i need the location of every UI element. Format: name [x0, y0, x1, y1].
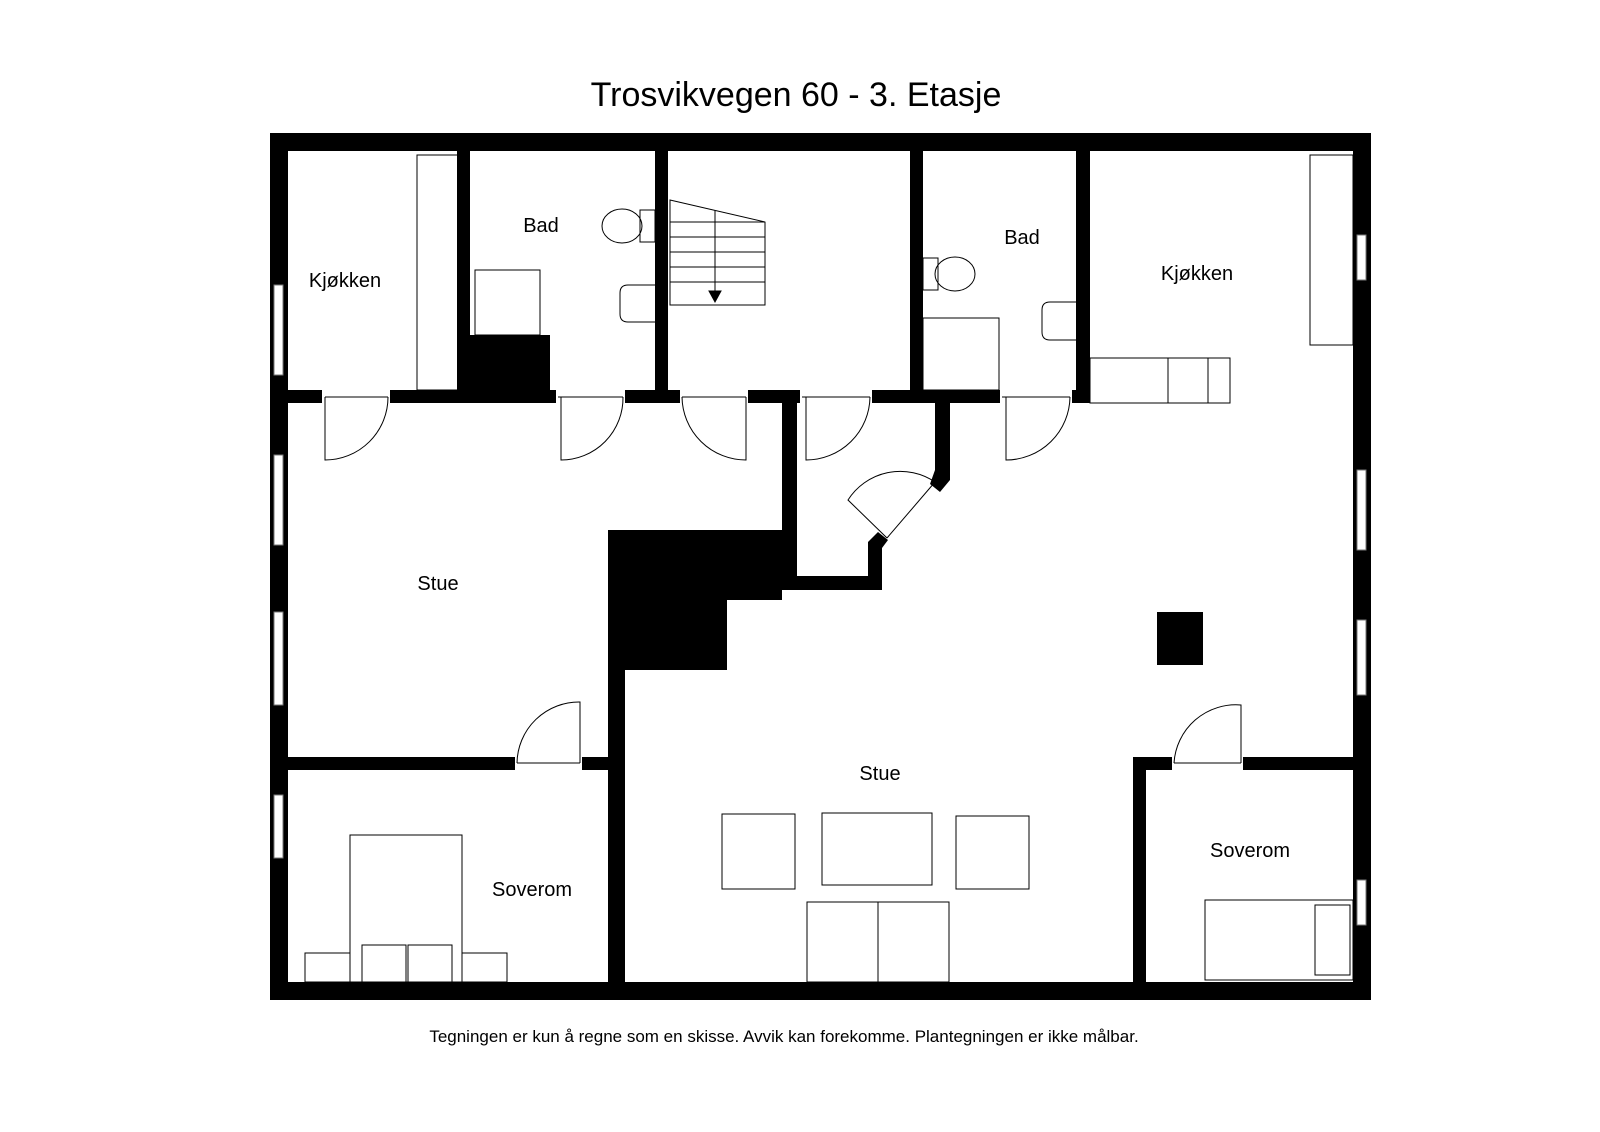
walls	[270, 133, 1371, 1000]
doors	[324, 396, 1242, 764]
room-labels: Kjøkken Bad Bad Kjøkken Stue Stue Sovero…	[309, 215, 1290, 901]
room-label-stue-main: Stue	[859, 763, 900, 785]
room-label-kjokken-left: Kjøkken	[309, 270, 381, 292]
room-label-bad-right: Bad	[1004, 227, 1040, 249]
fixtures	[304, 154, 1354, 983]
windows	[273, 234, 1367, 926]
room-label-stue-left: Stue	[417, 573, 458, 595]
room-label-kjokken-right: Kjøkken	[1161, 263, 1233, 285]
plan-title: Trosvikvegen 60 - 3. Etasje	[591, 76, 1002, 114]
room-label-soverom-right: Soverom	[1210, 840, 1290, 862]
room-label-bad-left: Bad	[523, 215, 559, 237]
disclaimer-text: Tegningen er kun å regne som en skisse. …	[429, 1027, 1138, 1046]
room-label-soverom-left: Soverom	[492, 879, 572, 901]
